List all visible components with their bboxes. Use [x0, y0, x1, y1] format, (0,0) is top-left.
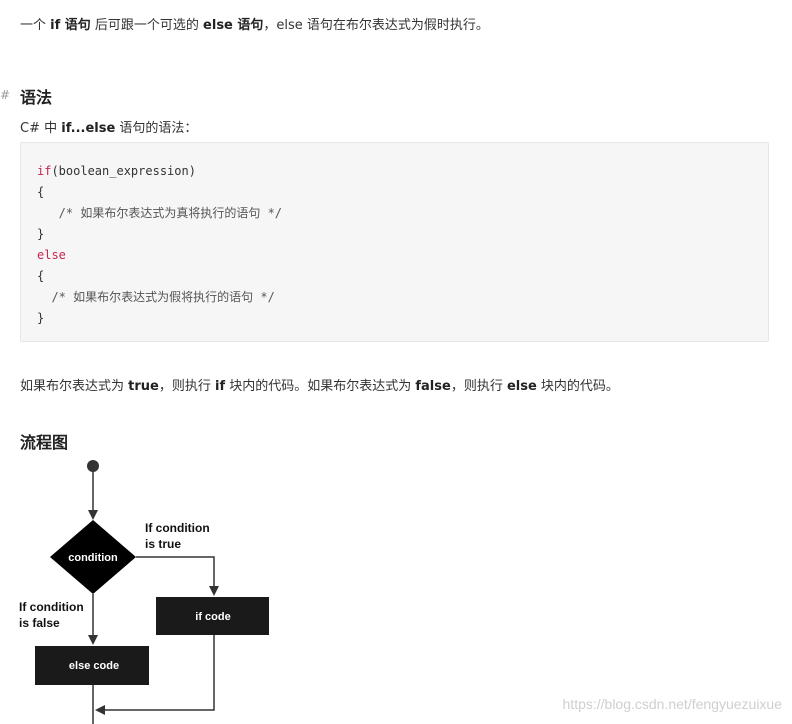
explanation-paragraph: 如果布尔表达式为 true，则执行 if 块内的代码。如果布尔表达式为 fals…: [20, 375, 619, 394]
para-text: 如果布尔表达式为: [20, 379, 129, 394]
para-else-keyword: else: [506, 379, 537, 394]
intro-if-statement: if 语句: [50, 18, 91, 33]
flowchart-heading: 流程图: [20, 433, 69, 452]
if-merge-arrow: [95, 635, 215, 715]
else-code-label: else code: [69, 660, 119, 672]
code-line: else: [37, 245, 768, 266]
watermark-text: https://blog.csdn.net/fengyuezuixue: [562, 696, 782, 712]
syntax-intro-text: C# 中: [20, 121, 62, 136]
true-branch-arrow: [136, 556, 219, 596]
para-if-keyword: if: [214, 379, 226, 394]
intro-paragraph: 一个 if 语句 后可跟一个可选的 else 语句，else 语句在布尔表达式为…: [20, 14, 489, 33]
syntax-intro-keyword: if...else: [61, 121, 116, 136]
condition-label: condition: [68, 552, 118, 564]
code-text: (boolean_expression): [51, 164, 196, 178]
if-code-label: if code: [195, 611, 230, 623]
syntax-intro-text: 语句的语法：: [115, 121, 198, 136]
code-keyword: if: [37, 164, 52, 178]
para-text: ，则执行: [158, 379, 215, 394]
para-true-keyword: true: [128, 379, 159, 394]
para-text: 块内的代码。如果布尔表达式为: [225, 379, 416, 394]
code-line: if(boolean_expression): [37, 161, 768, 182]
syntax-heading: 语法: [20, 88, 53, 107]
code-line: {: [37, 269, 45, 283]
condition-diamond: [50, 520, 136, 594]
intro-text: 后可跟一个可选的: [90, 18, 204, 33]
start-node: [87, 460, 99, 472]
code-block: if(boolean_expression) { /* 如果布尔表达式为真将执行…: [20, 142, 769, 342]
true-label-line1: If condition: [145, 521, 210, 535]
para-text: ，则执行: [450, 379, 507, 394]
false-label-line2: is false: [19, 616, 60, 630]
intro-text: ，else 语句在布尔表达式为假时执行。: [263, 18, 489, 33]
syntax-intro-line: C# 中 if...else 语句的语法：: [20, 117, 197, 136]
para-false-keyword: false: [415, 379, 451, 394]
intro-else-statement: else 语句: [203, 18, 264, 33]
anchor-hash-link[interactable]: #: [0, 88, 11, 102]
code-line: }: [37, 311, 45, 325]
code-comment: /* 如果布尔表达式为假将执行的语句 */: [37, 290, 275, 304]
code-keyword: else: [37, 248, 66, 262]
true-label-line2: is true: [145, 537, 181, 551]
intro-text: 一个: [20, 18, 51, 33]
code-comment: /* 如果布尔表达式为真将执行的语句 */: [37, 206, 283, 220]
flowchart-diagram: condition If condition is true if code I…: [19, 460, 269, 724]
else-code-box: [35, 646, 149, 685]
if-code-box: [156, 597, 269, 635]
para-text: 块内的代码。: [536, 379, 619, 394]
code-line: }: [37, 227, 45, 241]
false-label-line1: If condition: [19, 600, 84, 614]
code-line: {: [37, 185, 45, 199]
